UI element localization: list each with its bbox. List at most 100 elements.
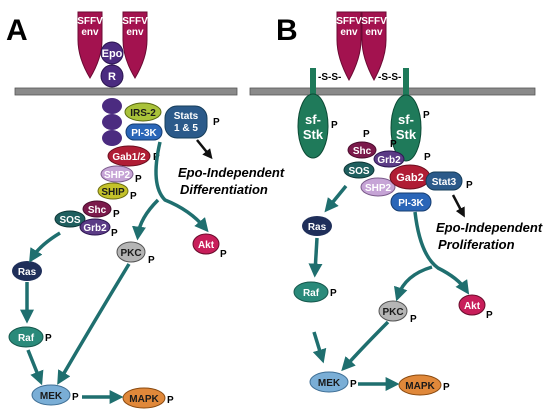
ras-node-a: Ras <box>12 261 42 281</box>
sffv-env-a2: SFFV env <box>122 11 148 79</box>
env-label-top: SFFV <box>77 16 103 27</box>
env-label-bottom: env <box>126 27 144 38</box>
outcome-b-line1: Epo-Independent <box>436 220 543 235</box>
phospho-p: P <box>113 209 120 220</box>
arrows-a <box>20 141 209 404</box>
phospho-p: P <box>72 392 79 403</box>
panel-a: A SFFV env SFFV env Epo R <box>6 11 285 409</box>
shc-label: Shc <box>353 146 372 157</box>
phospho-p: P <box>390 139 397 150</box>
raf-label: Raf <box>303 288 320 299</box>
panel-a-letter: A <box>6 14 28 47</box>
panel-b-letter: B <box>276 14 298 47</box>
sffv-env-a1: SFFV env <box>77 11 103 79</box>
pkc-label: PKC <box>120 248 141 259</box>
pi3k-node-a: PI-3K <box>125 123 163 141</box>
arrow-to-differentiation <box>196 139 213 160</box>
env-label-bottom: env <box>365 27 383 38</box>
pi3k-label: PI-3K <box>398 198 424 209</box>
grb2-label: Grb2 <box>377 155 401 166</box>
raf-label: Raf <box>18 333 35 344</box>
phospho-p: P <box>350 379 357 390</box>
akt-label: Akt <box>198 240 215 251</box>
phospho-p: P <box>486 310 493 321</box>
grb2-node-b: Grb2 P <box>373 139 405 168</box>
phospho-p: P <box>111 228 118 239</box>
stats-label-top: Stats <box>174 111 199 122</box>
phospho-p: P <box>410 314 417 325</box>
akt-node-b: Akt P <box>458 294 493 321</box>
phospho-p: P <box>220 249 227 260</box>
disulfide-label-2: -S-S- <box>378 72 401 83</box>
stats-node: Stats 1 & 5 P <box>164 105 220 139</box>
shp2-label: SHP2 <box>104 170 131 181</box>
stk-label-bottom: Stk <box>303 127 324 142</box>
ras-label: Ras <box>18 267 37 278</box>
panel-b: B SFFV env SFFV env -S-S- -S-S- sf- Stk … <box>249 11 543 396</box>
ras-label: Ras <box>308 222 327 233</box>
sffv-env-b2: SFFV env <box>361 11 387 82</box>
raf-node-b: Raf P <box>293 281 337 303</box>
shc-label: Shc <box>88 205 107 216</box>
env-label-bottom: env <box>81 27 99 38</box>
stk-label-bottom: Stk <box>396 127 417 142</box>
grb2-node-a: Grb2 P <box>79 218 118 239</box>
mapk-label: MAPK <box>405 381 435 392</box>
phospho-p: P <box>330 288 337 299</box>
env-label-top: SFFV <box>361 16 387 27</box>
ship-node: SHIP P <box>97 182 137 202</box>
stk-label-top: sf- <box>305 112 321 127</box>
sos-node-a: SOS <box>54 210 86 228</box>
membrane-a <box>14 87 238 96</box>
pkc-label: PKC <box>382 307 403 318</box>
env-label-top: SFFV <box>336 16 362 27</box>
sos-label: SOS <box>348 166 369 177</box>
arrows-b <box>308 184 470 391</box>
env-label-top: SFFV <box>122 16 148 27</box>
irs2-label: IRS-2 <box>130 108 156 119</box>
phospho-p: P <box>45 333 52 344</box>
pi3k-node-b: PI-3K <box>390 192 432 212</box>
gab-node: Gab1/2 P <box>107 145 160 167</box>
ras-node-b: Ras <box>302 216 332 236</box>
epo-label: Epo <box>102 48 123 60</box>
pi3k-label: PI-3K <box>131 128 157 139</box>
raf-node-a: Raf P <box>8 326 52 348</box>
stats-label-bottom: 1 & 5 <box>174 123 198 134</box>
membrane-b <box>249 87 536 96</box>
disulfide-label-1: -S-S- <box>318 72 341 83</box>
pkc-node-b: PKC P <box>378 300 417 325</box>
stat3-label: Stat3 <box>432 177 457 188</box>
sffv-env-b1: SFFV env <box>336 11 362 82</box>
shp2-node-a: SHP2 P <box>100 165 142 185</box>
mek-node-b: MEK P <box>309 371 357 393</box>
akt-node-a: Akt P <box>192 233 227 260</box>
phospho-p: P <box>424 152 431 163</box>
phospho-p: P <box>331 120 338 131</box>
sf-stk-node-1: sf- Stk P <box>297 68 338 159</box>
akt-label: Akt <box>464 301 481 312</box>
shp2-label: SHP2 <box>365 183 392 194</box>
gab2-label: Gab2 <box>396 172 424 184</box>
irs2-node: IRS-2 <box>124 102 162 122</box>
arrow-to-proliferation <box>451 194 465 218</box>
gab-label: Gab1/2 <box>112 152 146 163</box>
gab2-node: Gab2 P <box>389 152 431 190</box>
sf-stk-node-2: sf- Stk P <box>390 68 430 162</box>
outcome-a-line2: Differentiation <box>180 182 268 197</box>
mapk-node-a: MAPK P <box>122 387 174 409</box>
phospho-p: P <box>135 174 142 185</box>
stk-label-top: sf- <box>398 112 414 127</box>
outcome-a-line1: Epo-Independent <box>178 165 285 180</box>
grb2-label: Grb2 <box>83 223 107 234</box>
phospho-p: P <box>130 191 137 202</box>
ship-label: SHIP <box>101 187 125 198</box>
env-label-bottom: env <box>340 27 358 38</box>
sos-label: SOS <box>59 215 80 226</box>
shc-node-a: Shc P <box>82 200 120 220</box>
phospho-p: P <box>466 180 473 191</box>
pkc-node-a: PKC P <box>116 241 155 266</box>
phospho-p: P <box>423 110 430 121</box>
